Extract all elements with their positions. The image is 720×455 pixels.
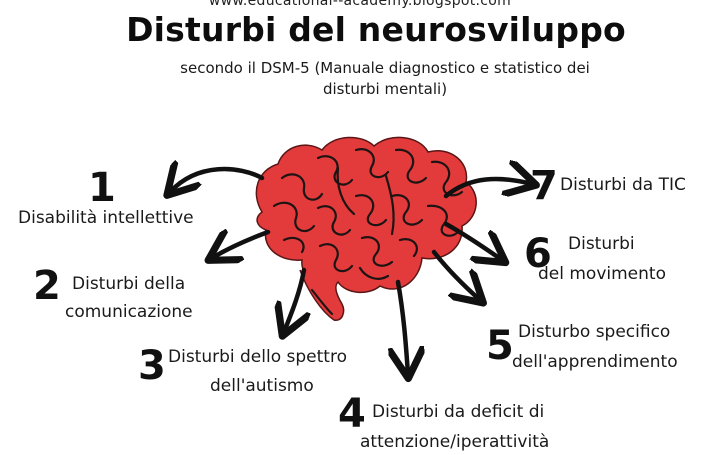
arrow-1	[170, 169, 265, 192]
brain-folds	[272, 148, 464, 316]
item-label-6-line2: del movimento	[538, 264, 666, 284]
brainstem-shape	[299, 269, 345, 321]
item-label-2-line2: comunicazione	[65, 302, 193, 322]
page-subtitle: secondo il DSM-5 (Manuale diagnostico e …	[180, 59, 590, 98]
page-title: Disturbi del neurosviluppo	[126, 10, 626, 49]
item-number-7: 7	[530, 163, 558, 209]
item-number-6: 6	[524, 231, 552, 277]
item-label-1: Disabilità intellettive	[18, 208, 194, 228]
item-number-4: 4	[338, 391, 366, 437]
arrow-6	[443, 221, 502, 260]
item-label-4-line2: attenzione/iperattività	[360, 432, 550, 452]
arrows	[170, 169, 532, 374]
source-url: www.educational--academy.blogspot.com	[208, 0, 512, 9]
item-label-5-line2: dell'apprendimento	[512, 352, 678, 372]
item-label-3-line1: Disturbi dello spettro	[168, 347, 347, 367]
arrow-5	[431, 249, 480, 300]
item-label-3-line2: dell'autismo	[210, 376, 314, 396]
item-label-6-line1: Disturbi	[568, 234, 635, 254]
arrow-2	[212, 232, 271, 258]
item-label-4-line1: Disturbi da deficit di	[372, 402, 545, 422]
arrow-3	[284, 267, 304, 332]
arrow-7	[443, 179, 532, 196]
item-label-2-line1: Disturbi della	[72, 274, 186, 294]
arrow-4	[398, 279, 408, 374]
item-number-2: 2	[33, 263, 61, 309]
item-label-7: Disturbi da TIC	[560, 175, 686, 195]
brain-icon	[255, 136, 477, 321]
item-number-3: 3	[138, 343, 166, 389]
item-number-5: 5	[486, 323, 514, 369]
item-label-5-line1: Disturbo specifico	[518, 322, 671, 342]
item-number-1: 1	[88, 165, 116, 211]
